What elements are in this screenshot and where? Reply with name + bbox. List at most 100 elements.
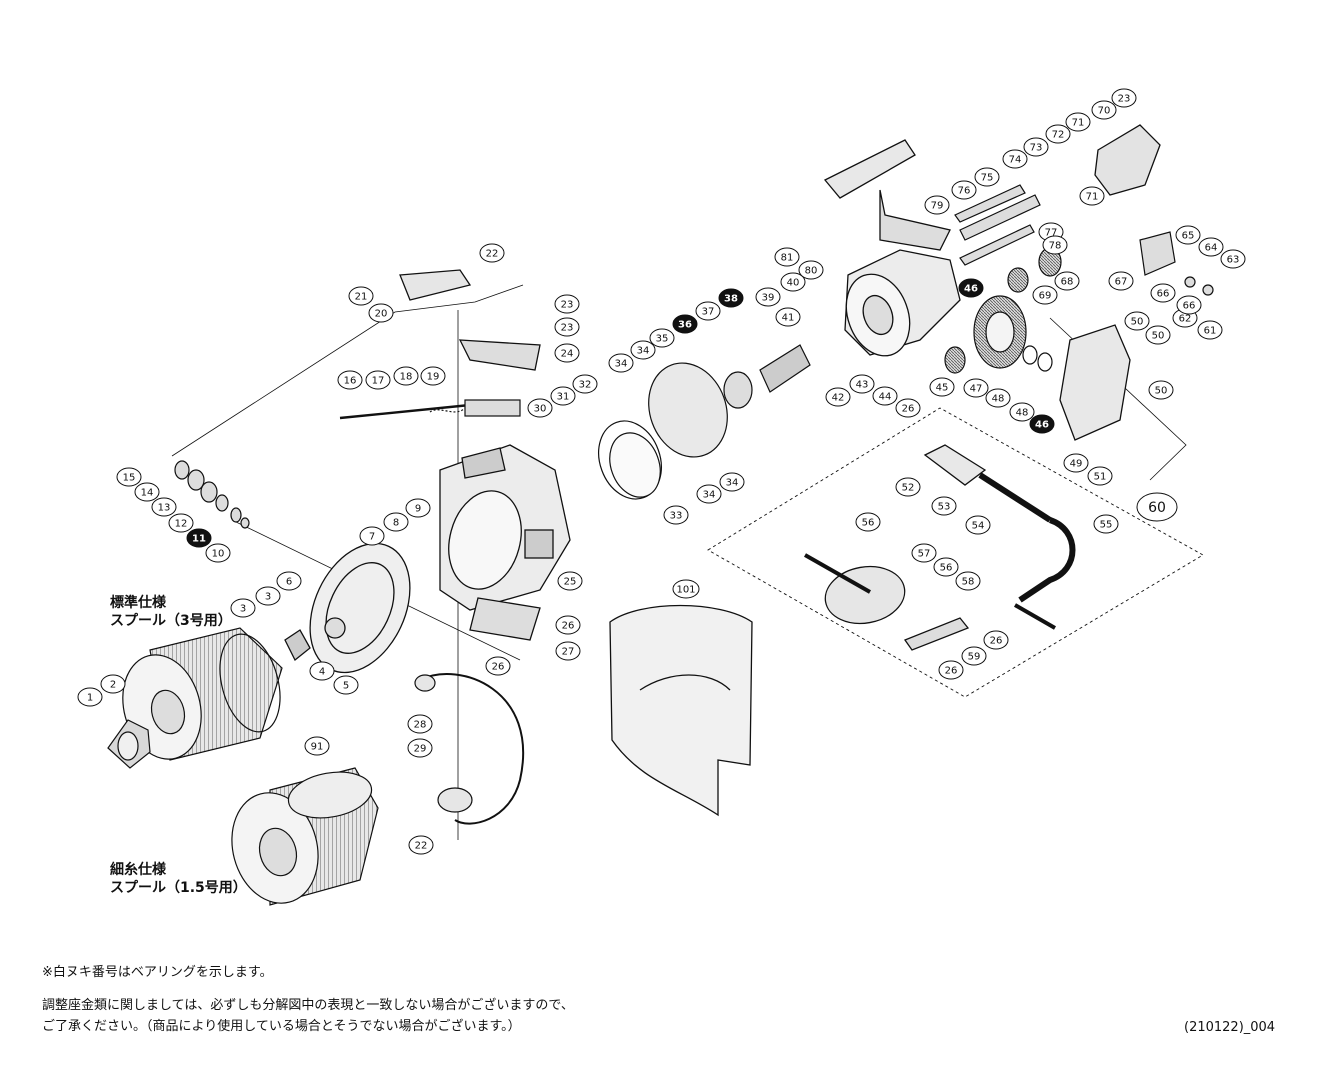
main-gear	[973, 295, 1027, 369]
callout-circle	[924, 195, 950, 215]
callout-number: 50	[1152, 331, 1165, 342]
callout-part-76: 76	[951, 180, 977, 200]
callout-circle	[333, 675, 359, 695]
callout-number: 26	[562, 621, 575, 632]
callout-circle	[309, 661, 335, 681]
callout-part-75: 75	[974, 167, 1000, 187]
callout-part-53: 53	[931, 496, 957, 516]
callout-part-20: 20	[368, 303, 394, 323]
callout-part-34: 34	[630, 340, 656, 360]
callout-circle	[1136, 492, 1178, 522]
bail-wire	[419, 673, 524, 825]
callout-part-26: 26	[555, 615, 581, 635]
callout-part-24: 24	[554, 343, 580, 363]
callout-circle	[393, 366, 419, 386]
callout-part-59: 59	[961, 646, 987, 666]
fine-line-spool-label-line1: 細糸仕様	[110, 862, 166, 878]
callout-number: 77	[1045, 228, 1058, 239]
callout-part-50: 50	[1148, 380, 1174, 400]
callout-part-23: 23	[554, 294, 580, 314]
callout-circle	[1087, 466, 1113, 486]
callout-number: 53	[938, 502, 951, 513]
callout-number: 37	[702, 307, 715, 318]
callout-circle	[1220, 249, 1246, 269]
callout-number: 57	[918, 549, 931, 560]
callout-part-16: 16	[337, 370, 363, 390]
callout-part-29: 29	[407, 738, 433, 758]
callout-part-44: 44	[872, 386, 898, 406]
callout-part-71: 71	[1065, 112, 1091, 132]
callout-circle	[672, 579, 700, 599]
callout-circle	[1176, 295, 1202, 315]
callout-part-21: 21	[348, 286, 374, 306]
rotor-brake-parts	[598, 344, 811, 500]
callout-number: 41	[782, 313, 795, 324]
callout-circle	[951, 180, 977, 200]
callout-part-36: 36	[672, 314, 698, 334]
callout-circle	[1032, 285, 1058, 305]
callout-part-55: 55	[1093, 514, 1119, 534]
callout-part-31: 31	[550, 386, 576, 406]
callout-circle	[1108, 271, 1134, 291]
callout-part-40: 40	[780, 272, 806, 292]
callout-part-78: 78	[1042, 235, 1068, 255]
callout-circle	[825, 387, 851, 407]
callout-number: 81	[781, 253, 794, 264]
callout-part-13: 13	[151, 497, 177, 517]
callout-number: 60	[1148, 500, 1166, 516]
callout-part-26: 26	[485, 656, 511, 676]
callout-part-34: 34	[608, 353, 634, 373]
callout-circle	[554, 294, 580, 314]
standard-spool-label-line1: 標準仕様	[110, 595, 166, 611]
callout-part-15: 15	[116, 467, 142, 487]
callout-circle	[798, 260, 824, 280]
callout-part-80: 80	[798, 260, 824, 280]
callout-number: 14	[141, 488, 154, 499]
rear-cover	[1094, 124, 1161, 196]
callout-part-2: 2	[100, 674, 126, 694]
spool-drag-knob	[107, 719, 151, 769]
handle-assembly-dashed-boundary	[707, 407, 1204, 698]
callout-part-19: 19	[420, 366, 446, 386]
callout-number: 101	[676, 585, 695, 596]
callout-circle	[696, 484, 722, 504]
callout-number: 49	[1070, 459, 1083, 470]
callout-number: 31	[557, 392, 570, 403]
callout-circle	[304, 736, 330, 756]
fine-line-spool-label: 細糸仕様 スプール（1.5号用）	[110, 861, 247, 897]
bail-arm	[399, 269, 541, 479]
callout-part-37: 37	[695, 301, 721, 321]
callout-number: 34	[615, 359, 628, 370]
callout-circle	[255, 586, 281, 606]
callout-circle	[931, 496, 957, 516]
callout-number: 36	[678, 320, 692, 331]
callout-number: 35	[656, 334, 669, 345]
callout-number: 43	[856, 380, 869, 391]
callout-circle	[1045, 124, 1071, 144]
callout-number: 34	[726, 478, 739, 489]
callout-part-26: 26	[938, 660, 964, 680]
callout-number: 70	[1098, 106, 1111, 117]
callout-part-39: 39	[755, 287, 781, 307]
callout-circle	[420, 366, 446, 386]
callout-circle	[872, 386, 898, 406]
callout-part-54: 54	[965, 515, 991, 535]
callout-number: 15	[123, 473, 136, 484]
callout-part-25: 25	[557, 571, 583, 591]
callout-part-12: 12	[168, 513, 194, 533]
callout-part-38: 38	[718, 288, 744, 308]
callout-circle	[955, 571, 981, 591]
callout-circle	[407, 738, 433, 758]
callout-part-48: 48	[1009, 402, 1035, 422]
callout-number: 21	[355, 292, 368, 303]
callout-number: 13	[158, 503, 171, 514]
callout-part-69: 69	[1032, 285, 1058, 305]
callout-circle	[151, 497, 177, 517]
callout-number: 34	[703, 490, 716, 501]
callout-circle	[337, 370, 363, 390]
callout-number: 22	[415, 841, 428, 852]
callout-circle	[1042, 235, 1068, 255]
callout-circle	[983, 630, 1009, 650]
callout-number: 63	[1227, 255, 1240, 266]
callout-part-26: 26	[895, 398, 921, 418]
